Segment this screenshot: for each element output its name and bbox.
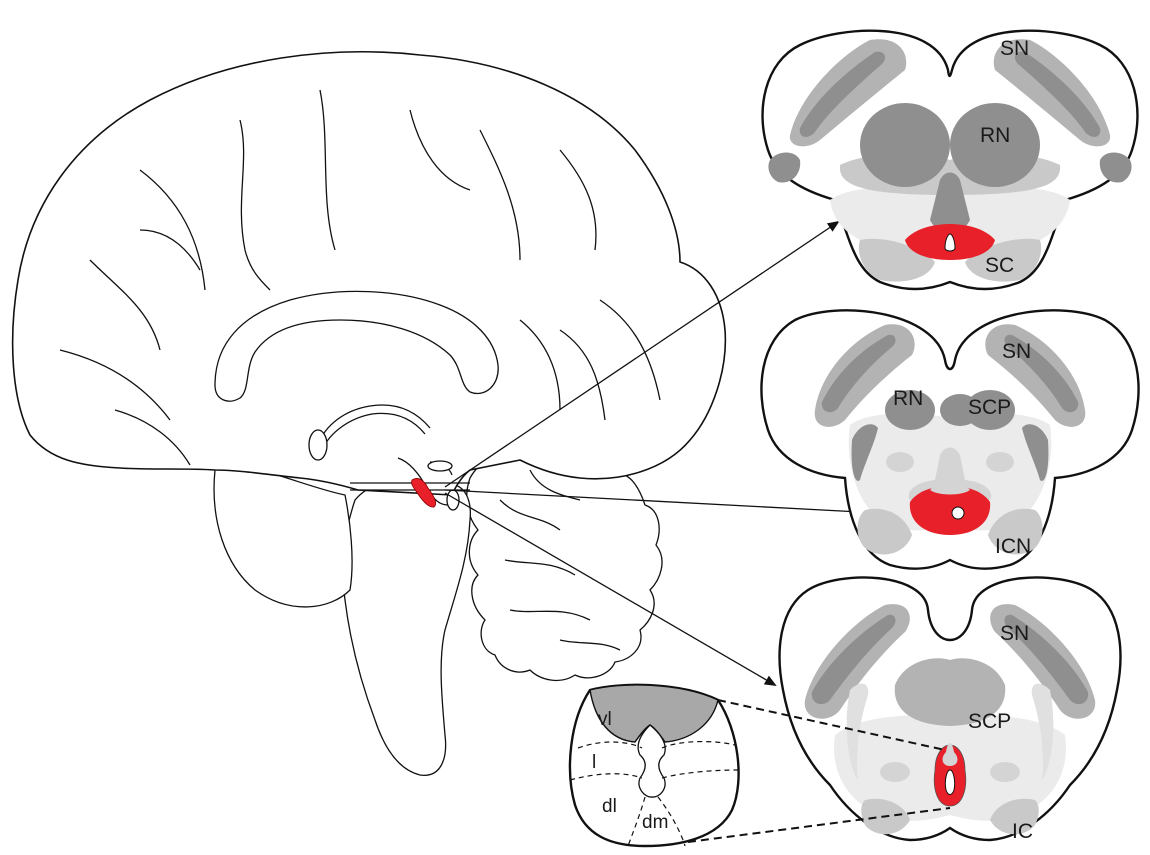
label-ic: IC (1012, 820, 1033, 843)
label-sn: SN (1000, 622, 1029, 645)
mammillary-body (428, 461, 452, 471)
aqueduct (945, 770, 954, 795)
label-sn: SN (1002, 340, 1031, 363)
label-dl: dl (602, 796, 617, 817)
anterior-commissure (309, 430, 327, 460)
rn-left (860, 103, 950, 187)
label-sc: SC (985, 254, 1014, 277)
brainstem (343, 480, 470, 776)
label-rn: RN (980, 124, 1010, 147)
section-rostral: SN RN SC (763, 31, 1138, 289)
label-sn: SN (1000, 37, 1029, 60)
label-scp: SCP (968, 710, 1011, 733)
dot-1 (880, 762, 910, 782)
temporal-lobe (214, 466, 352, 607)
dot-1 (886, 452, 914, 472)
label-rn: RN (893, 387, 923, 410)
label-icn: ICN (995, 535, 1031, 558)
section-caudal: SN SCP IC (780, 577, 1121, 843)
section-middle: SN RN SCP ICN (761, 310, 1138, 568)
dot-2 (986, 452, 1014, 472)
pag-ring (952, 507, 964, 519)
label-l: l (592, 752, 596, 773)
dot-2 (990, 762, 1020, 782)
label-dm: dm (642, 812, 668, 833)
label-scp: SCP (968, 396, 1011, 419)
label-vl: vl (598, 709, 612, 730)
cerebral-hemisphere (13, 52, 726, 495)
sagittal-brain (13, 52, 726, 776)
cerebellum (467, 447, 662, 680)
